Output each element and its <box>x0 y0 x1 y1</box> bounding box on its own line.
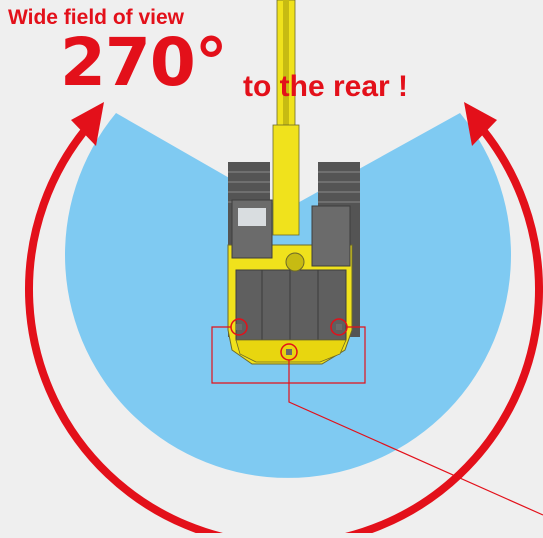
headline-tail: to the rear ! <box>243 70 409 103</box>
headline-subtitle: Wide field of view <box>8 6 184 29</box>
double-arrow-arc-icon <box>25 102 543 538</box>
headline-angle: 270° <box>60 24 228 101</box>
excavator-top-view-icon <box>227 0 360 365</box>
